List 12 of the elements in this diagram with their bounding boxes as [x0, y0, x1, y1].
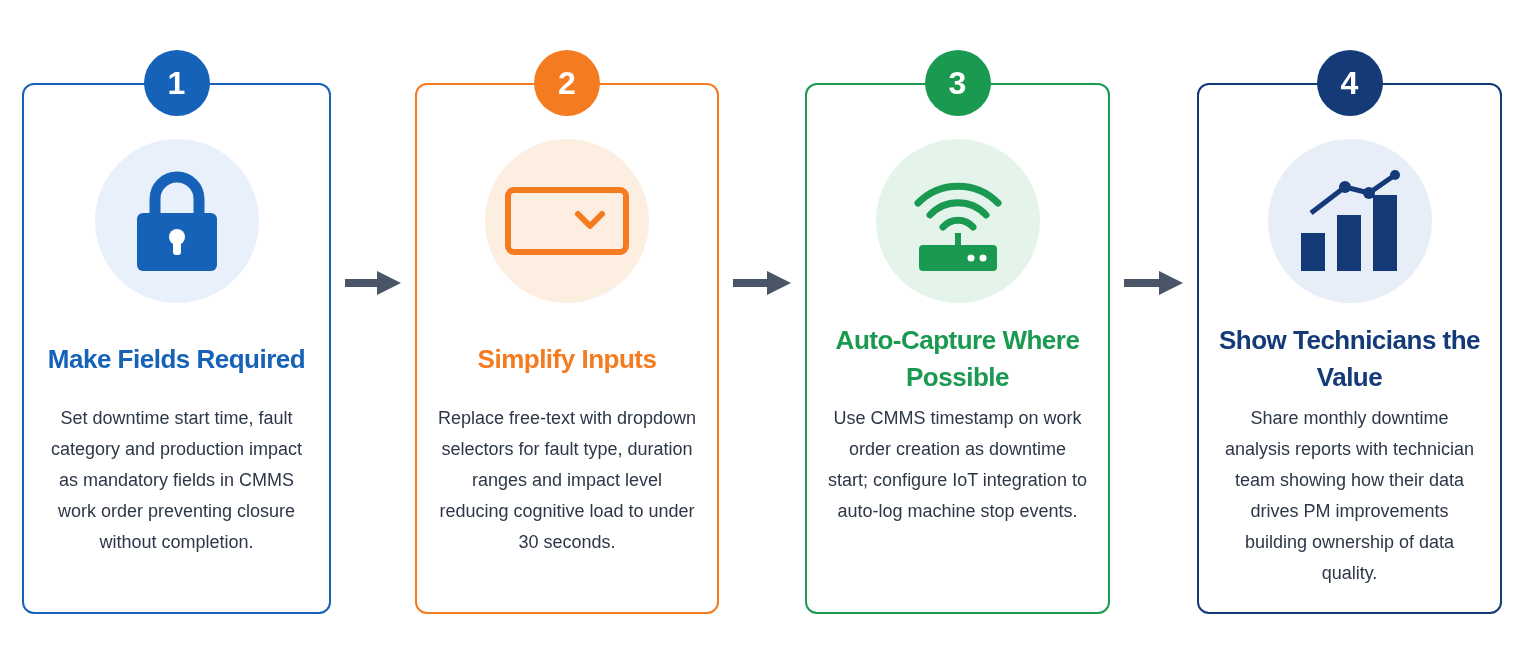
step-description: Replace free-text with dropdown selectors for fault type, duration ranges and impact level reducing cognitive load to under 30 seconds.	[436, 407, 698, 554]
step-number-badge: 3	[924, 50, 991, 116]
step-title: Make Fields Required	[47, 342, 306, 376]
step-description: Share monthly downtime analysis reports with technician team showing how their data drives PM improvements building ownership of data quality.	[1223, 407, 1476, 585]
step-description: Set downtime start time, fault category and production impact as mandatory fields in CMMS work order preventing closure without completion.	[49, 407, 304, 554]
step-title: Auto-Capture Where Possible	[834, 324, 1081, 394]
step-description: Use CMMS timestamp on work order creation as downtime start; configure IoT integration to auto-log machine stop events.	[827, 407, 1088, 523]
step-number-badge: 2	[534, 50, 600, 116]
step-number-badge: 1	[143, 50, 210, 116]
step-title: Show Technicians the Value	[1217, 324, 1482, 394]
step-number-badge: 4	[1316, 50, 1383, 116]
step-title: Simplify Inputs	[477, 342, 657, 376]
